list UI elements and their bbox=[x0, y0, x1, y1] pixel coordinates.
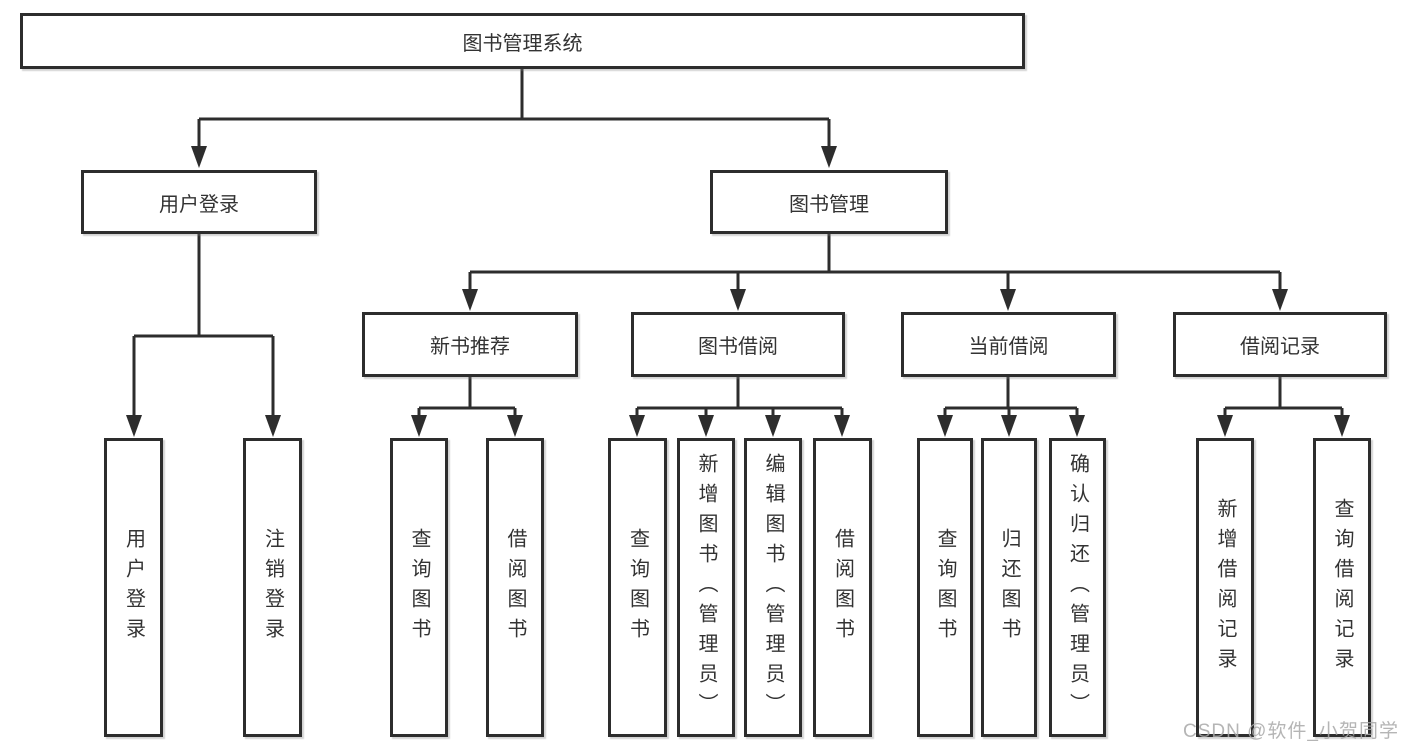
node-library-system-label: 图书管理系统 bbox=[462, 32, 583, 55]
node-book-borrow: 图书借阅 bbox=[631, 312, 845, 377]
leaf-user-login: 用户登录 bbox=[104, 438, 163, 737]
connector-new-book-split bbox=[417, 377, 517, 419]
leaf-logout: 注销登录 bbox=[243, 438, 302, 737]
leaf-borrow-borrow-books: 借阅图书 bbox=[813, 438, 872, 737]
leaf-newbook-borrow-books-label: 借阅图书 bbox=[504, 527, 526, 648]
leaf-borrow-edit-books-admin: 编辑图书（管理员） bbox=[744, 438, 802, 737]
node-book-management-label: 图书管理 bbox=[789, 193, 869, 216]
node-borrow-records-label: 借阅记录 bbox=[1240, 336, 1320, 358]
leaf-borrow-borrow-books-label: 借阅图书 bbox=[831, 527, 854, 648]
node-current-borrow-label: 当前借阅 bbox=[968, 336, 1049, 358]
arrowheads-level2 bbox=[191, 146, 837, 168]
node-book-borrow-label: 图书借阅 bbox=[698, 336, 778, 358]
connector-borrow-records-split bbox=[1223, 377, 1344, 419]
node-borrow-records: 借阅记录 bbox=[1173, 312, 1387, 377]
node-user-login: 用户登录 bbox=[81, 170, 317, 234]
node-current-borrow: 当前借阅 bbox=[901, 312, 1116, 377]
connector-user-login-split bbox=[132, 234, 275, 419]
node-library-system: 图书管理系统 bbox=[20, 13, 1025, 69]
leaf-newbook-query-books-label: 查询图书 bbox=[408, 527, 430, 648]
leaf-newbook-borrow-books: 借阅图书 bbox=[486, 438, 544, 737]
node-new-book-recommend-label: 新书推荐 bbox=[430, 336, 510, 358]
connector-book-management-split bbox=[468, 234, 1282, 293]
leaf-current-return-books-label: 归还图书 bbox=[998, 527, 1020, 648]
csdn-watermark: CSDN @软件_小贺同学 bbox=[1183, 721, 1399, 742]
arrowheads-leaves bbox=[126, 415, 1350, 437]
leaf-current-confirm-return-admin-label: 确认归还（管理员） bbox=[1066, 452, 1089, 723]
connector-current-borrow-split bbox=[943, 377, 1079, 419]
leaf-current-query-books: 查询图书 bbox=[917, 438, 973, 737]
node-book-management: 图书管理 bbox=[710, 170, 948, 234]
leaf-current-return-books: 归还图书 bbox=[981, 438, 1037, 737]
leaf-newbook-query-books: 查询图书 bbox=[390, 438, 448, 737]
connector-book-borrow-split bbox=[635, 377, 844, 419]
leaf-current-query-books-label: 查询图书 bbox=[934, 527, 956, 648]
leaf-borrow-query-books-label: 查询图书 bbox=[626, 527, 649, 648]
connector-root-split bbox=[197, 69, 831, 150]
leaf-borrow-add-books-admin: 新增图书（管理员） bbox=[677, 438, 735, 737]
leaf-borrow-add-books-admin-label: 新增图书（管理员） bbox=[695, 452, 717, 723]
leaf-logout-label: 注销登录 bbox=[261, 527, 284, 648]
leaf-current-confirm-return-admin: 确认归还（管理员） bbox=[1049, 438, 1106, 737]
leaf-records-query-record: 查询借阅记录 bbox=[1313, 438, 1371, 737]
leaf-records-query-record-label: 查询借阅记录 bbox=[1331, 497, 1353, 678]
leaf-records-add-record-label: 新增借阅记录 bbox=[1214, 497, 1236, 678]
node-user-login-label: 用户登录 bbox=[159, 193, 239, 216]
leaf-user-login-label: 用户登录 bbox=[122, 527, 145, 648]
node-new-book-recommend: 新书推荐 bbox=[362, 312, 578, 377]
leaf-borrow-query-books: 查询图书 bbox=[608, 438, 667, 737]
arrowheads-level3 bbox=[462, 289, 1288, 311]
leaf-borrow-edit-books-admin-label: 编辑图书（管理员） bbox=[762, 452, 784, 723]
leaf-records-add-record: 新增借阅记录 bbox=[1196, 438, 1254, 737]
